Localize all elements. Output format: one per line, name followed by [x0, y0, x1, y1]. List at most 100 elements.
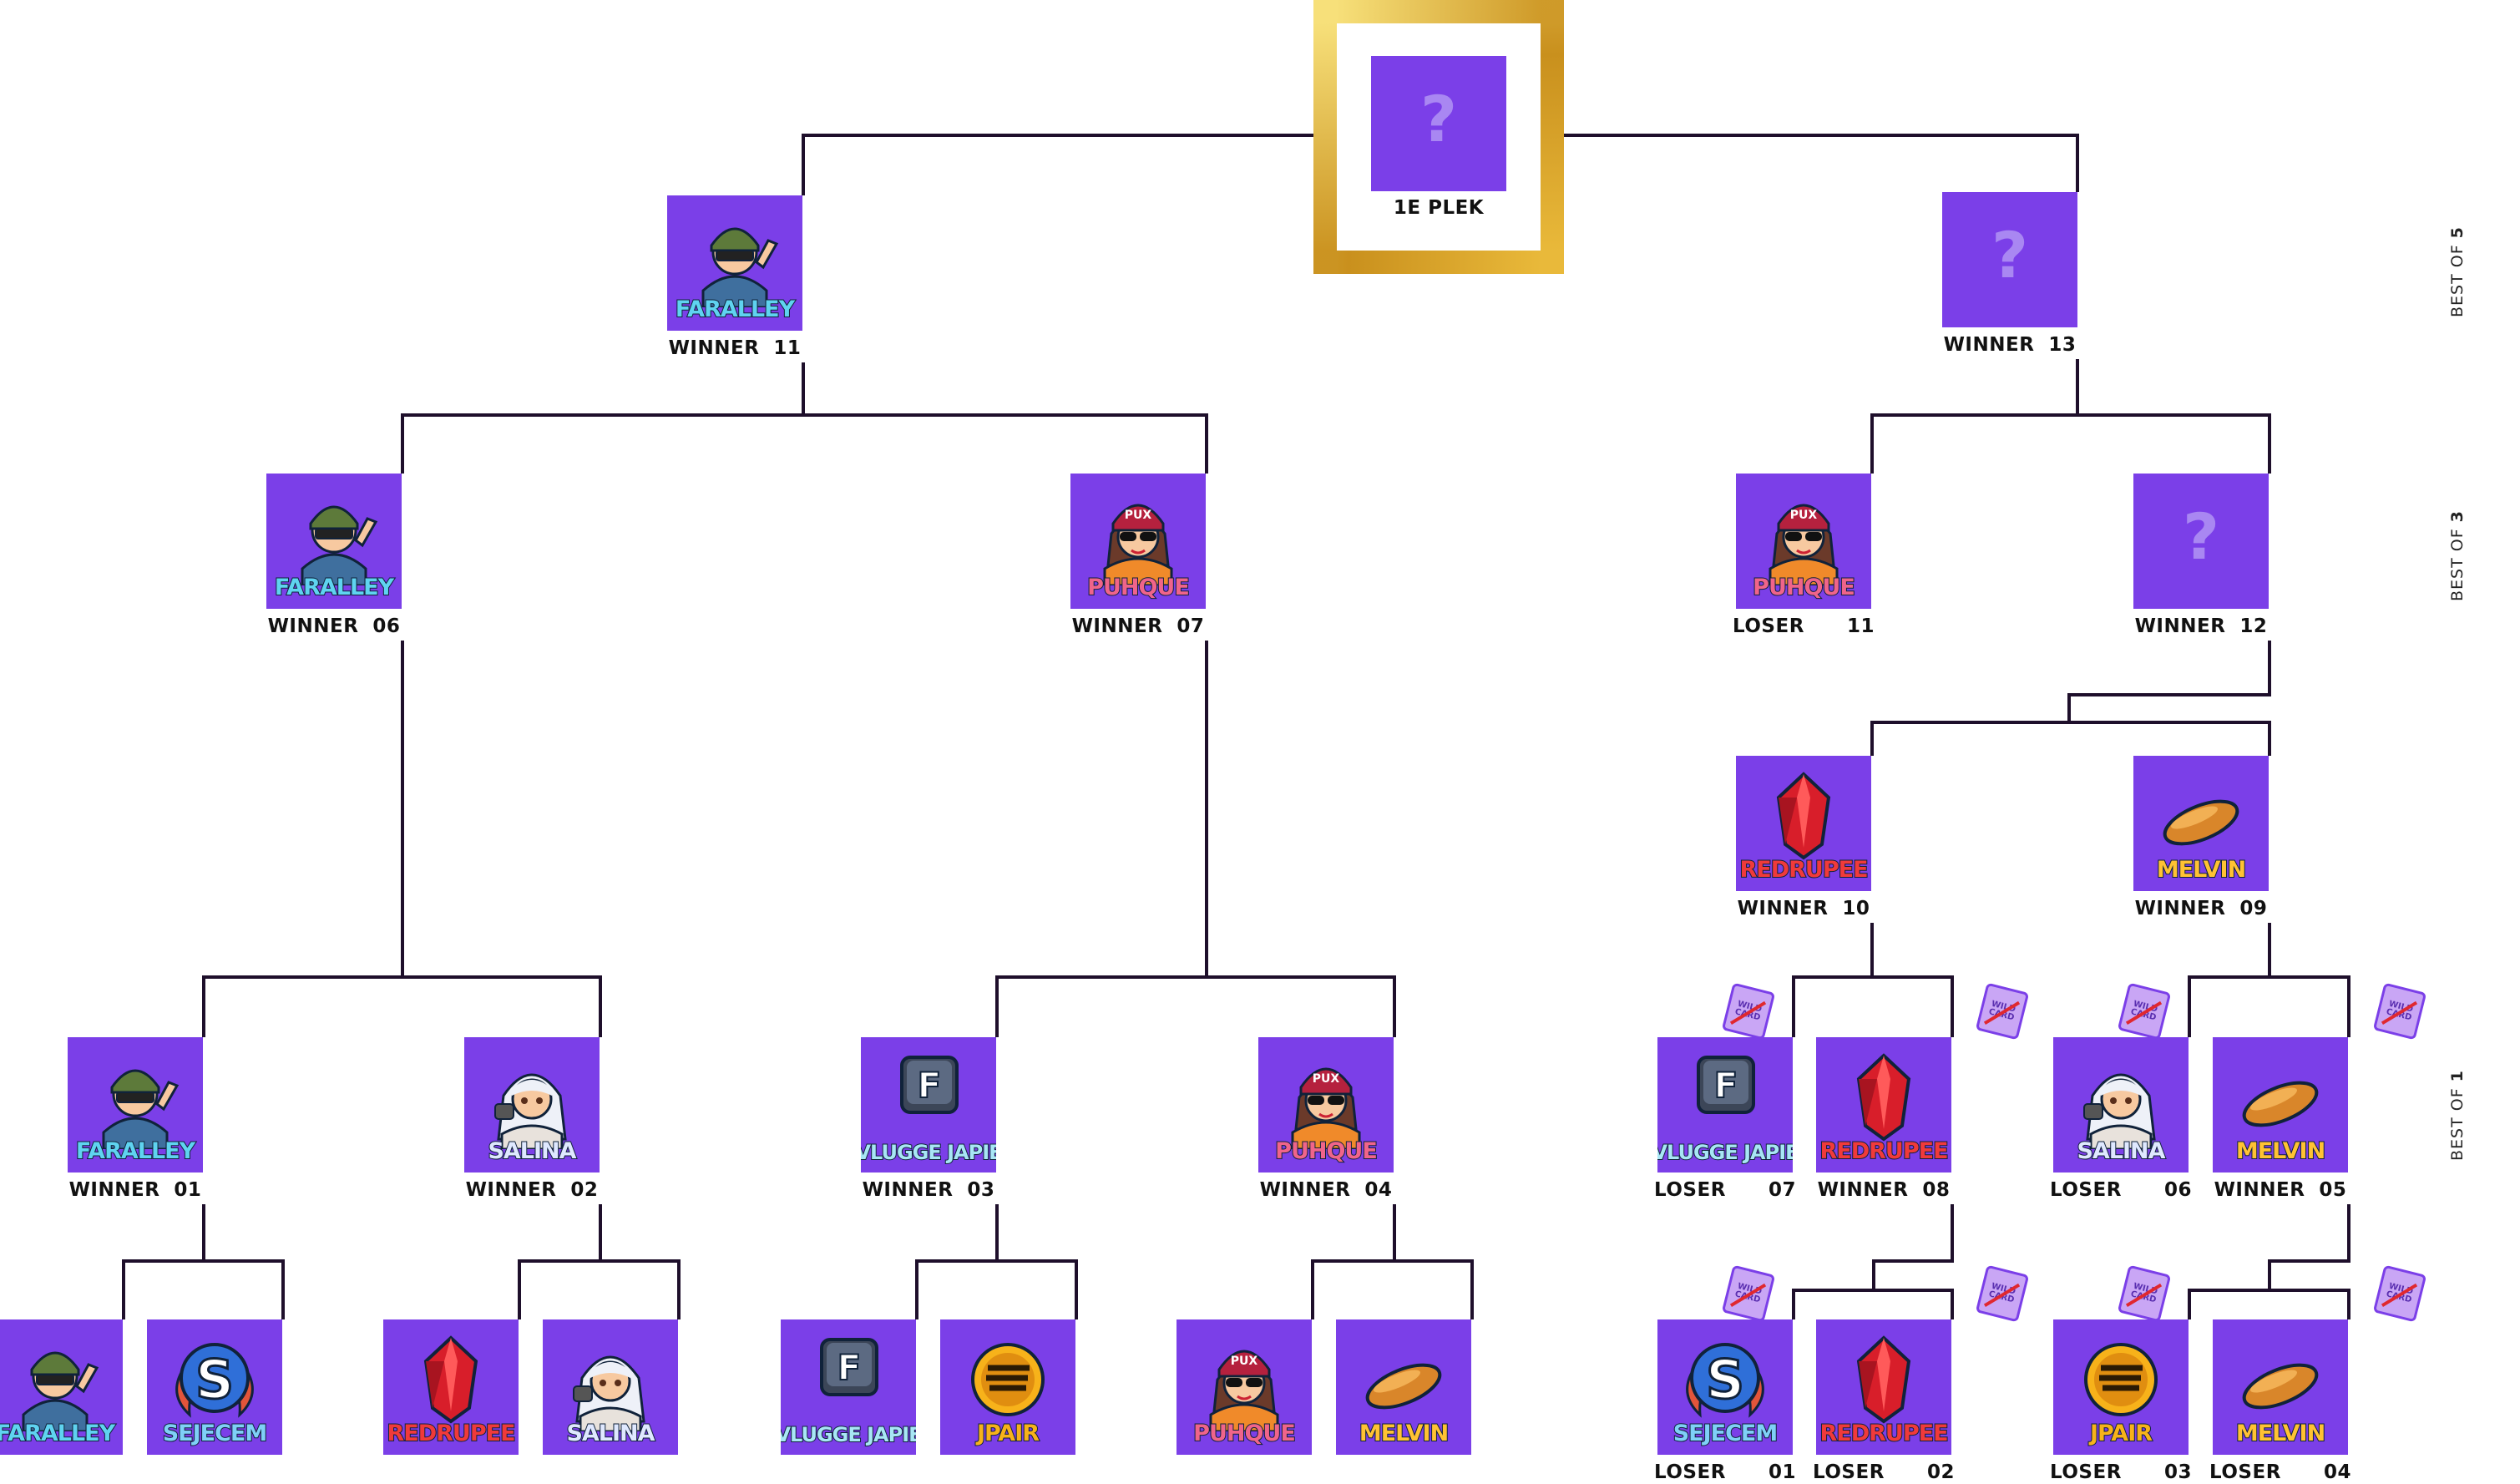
s-letter: S: [195, 1350, 234, 1411]
team-slot-upper-winner-03[interactable]: F VLUGGE JAPIE: [861, 1037, 996, 1173]
team-name: REDRUPEE: [1819, 1138, 1949, 1164]
team-slot-upper-winner-02[interactable]: SALINA: [464, 1037, 600, 1173]
bracket-connector: [1311, 1204, 1396, 1319]
champion-label: 1E PLEK: [1393, 197, 1485, 219]
team-name: REDRUPEE: [1819, 1421, 1949, 1446]
slot-label: WINNER 10: [1737, 898, 1870, 919]
team-slot-r1-h[interactable]: MELVIN: [1336, 1319, 1471, 1455]
team-name: MELVIN: [2156, 857, 2247, 883]
question-mark-icon: ?: [2182, 499, 2220, 574]
slot-label: WINNER 05: [2214, 1179, 2347, 1201]
team-slot-lower-winner-12[interactable]: ?: [2133, 474, 2269, 609]
team-slot-lower-winner-05[interactable]: MELVIN: [2213, 1037, 2348, 1173]
croquette-icon: [2242, 1363, 2319, 1410]
team-slot-lower-loser-04[interactable]: MELVIN: [2213, 1319, 2348, 1455]
pux-badge-text: PUX: [1790, 509, 1818, 522]
slot-label: WINNER 12: [2134, 615, 2268, 637]
slot-label: WINNER 02: [465, 1179, 599, 1201]
team-slot-upper-winner-01[interactable]: FARALLEY: [68, 1037, 203, 1173]
bracket-connector: [2188, 923, 2271, 1037]
team-slot-lower-loser-06[interactable]: SALINA: [2053, 1037, 2189, 1173]
team-name: VLUGGE JAPIE: [1657, 1141, 1793, 1165]
bracket-connector: [915, 1204, 999, 1319]
team-name: VLUGGE JAPIE: [861, 1141, 996, 1165]
bracket-connector: [202, 641, 404, 1037]
girl-beanie-sunglasses-icon: PUX: [1291, 1067, 1361, 1149]
team-slot-r1-d[interactable]: SALINA: [543, 1319, 678, 1455]
bracket-connector: [1792, 1289, 1874, 1319]
slot-label: WINNER 01: [68, 1179, 202, 1201]
bracket-connector: [2069, 721, 2271, 756]
team-name: SALINA: [565, 1421, 655, 1446]
team-slot-r1-f[interactable]: JPAIR: [940, 1319, 1075, 1455]
s-wings-icon: S: [175, 1343, 254, 1418]
team-slot-final-right[interactable]: ?: [1942, 192, 2077, 327]
bracket-connector: [1870, 721, 2069, 756]
slot-label: WINNER 04: [1259, 1179, 1393, 1201]
bracket-connector: [2268, 1204, 2350, 1290]
team-slot-lower-winner-08[interactable]: REDRUPEE: [1816, 1037, 1951, 1173]
team-name: MELVIN: [1359, 1421, 1450, 1446]
bracket-connector: [803, 413, 1208, 474]
bracket-connector: [1874, 1289, 1954, 1319]
f-key-letter: F: [837, 1347, 862, 1388]
f-key-letter: F: [918, 1065, 942, 1106]
team-slot-upper-winner-04[interactable]: PUX PUHQUE: [1258, 1037, 1394, 1173]
team-slot-lower-loser-07[interactable]: F VLUGGE JAPIE: [1657, 1037, 1793, 1173]
bracket-connector: [1394, 1259, 1474, 1319]
team-name: PUHQUE: [1192, 1421, 1297, 1446]
team-slot-r1-a[interactable]: FARALLEY: [0, 1319, 123, 1455]
slot-label: WINNER 03: [862, 1179, 995, 1201]
slot-label: WINNER 09: [2134, 898, 2268, 919]
bracket-connector: [1872, 975, 1954, 1037]
bracket-connector: [204, 1259, 285, 1319]
team-slot-r1-e[interactable]: F VLUGGE JAPIE: [781, 1319, 916, 1455]
bracket-connector: [2270, 1289, 2350, 1319]
red-gem-icon: [423, 1335, 478, 1424]
team-name: REDRUPEE: [1738, 857, 1869, 883]
team-slot-final-left[interactable]: FARALLEY: [667, 195, 802, 331]
team-slot-lower-winner-10[interactable]: REDRUPEE: [1736, 756, 1871, 891]
bracket-connector: [2270, 975, 2350, 1037]
bracket-connector: [518, 1204, 602, 1319]
girl-beanie-sunglasses-icon: PUX: [1769, 504, 1839, 585]
team-name: VLUGGE JAPIE: [781, 1423, 916, 1447]
soldier-saluting-icon: [301, 505, 378, 585]
question-mark-icon: ?: [1991, 218, 2029, 292]
bracket-connector: [997, 1259, 1078, 1319]
team-slot-r1-g[interactable]: PUX PUHQUE: [1177, 1319, 1312, 1455]
slot-label: LOSER 02: [1813, 1461, 1955, 1483]
team-slot-r1-c[interactable]: REDRUPEE: [383, 1319, 519, 1455]
team-name: SALINA: [2076, 1138, 2166, 1164]
white-haired-girl-icon: [494, 1073, 567, 1149]
slot-label: WINNER 08: [1817, 1179, 1951, 1201]
keyboard-f-key-icon: F: [1697, 1056, 1755, 1114]
team-name: PUHQUE: [1274, 1138, 1379, 1164]
team-slot-lower-winner-09[interactable]: MELVIN: [2133, 756, 2269, 891]
white-haired-girl-icon: [573, 1355, 645, 1431]
bracket-connector: [2067, 641, 2271, 722]
team-name: JPAIR: [976, 1421, 1040, 1446]
red-gem-icon: [1856, 1335, 1911, 1424]
soldier-saluting-icon: [22, 1351, 99, 1431]
team-name: PUHQUE: [1752, 575, 1856, 600]
red-gem-icon: [1856, 1053, 1911, 1142]
slot-label: LOSER 07: [1654, 1179, 1796, 1201]
champion-slot[interactable]: ?: [1371, 56, 1506, 191]
team-slot-lower-loser-03[interactable]: JPAIR: [2053, 1319, 2189, 1455]
team-slot-lower-loser-11[interactable]: PUX PUHQUE: [1736, 474, 1871, 609]
team-slot-lower-loser-02[interactable]: REDRUPEE: [1816, 1319, 1951, 1455]
bracket-connector: [2188, 1289, 2270, 1319]
soldier-saluting-icon: [102, 1069, 180, 1149]
slot-label: LOSER 11: [1733, 615, 1875, 637]
pux-badge-text: PUX: [1125, 509, 1152, 522]
girl-beanie-sunglasses-icon: PUX: [1103, 504, 1173, 585]
team-name: REDRUPEE: [386, 1421, 516, 1446]
team-slot-semi-left-a[interactable]: FARALLEY: [266, 474, 402, 609]
croquette-icon: [1365, 1363, 1442, 1410]
team-name: FARALLEY: [274, 575, 395, 600]
team-slot-semi-left-b[interactable]: PUX PUHQUE: [1070, 474, 1206, 609]
bracket-connector: [1564, 134, 2079, 192]
